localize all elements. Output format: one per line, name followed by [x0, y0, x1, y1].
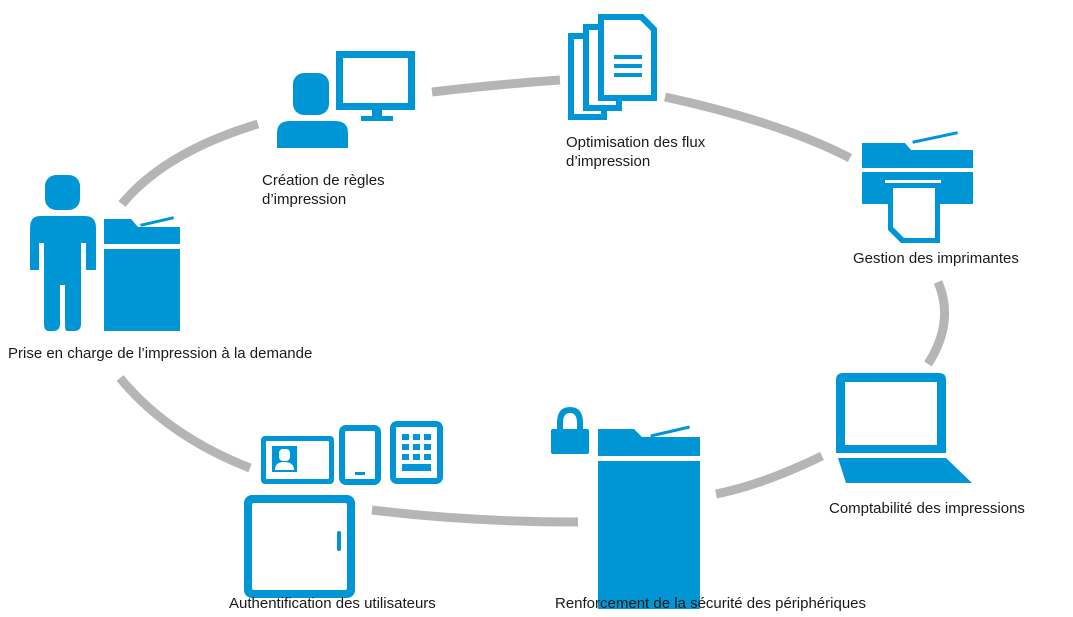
arc-pullprint-to-rules: [118, 119, 260, 207]
label-workflow: Optimisation des flux d’impression: [566, 133, 705, 171]
documents-stack-icon: [568, 14, 657, 120]
arc-workflow-to-printers: [664, 92, 853, 163]
label-printer-mgmt-line-1: Gestion des imprimantes: [853, 250, 1019, 267]
label-print-rules-line-1: Création de règles: [262, 172, 385, 189]
label-printer-mgmt: Gestion des imprimantes: [853, 249, 1019, 268]
badge-phone-keypad-tablet-icon: [244, 421, 443, 598]
laptop-icon: [836, 373, 972, 483]
padlock-multifunction-printer-icon: [551, 407, 700, 609]
arc-rules-to-workflow: [431, 75, 561, 97]
label-auth-line-1: Authentification des utilisateurs: [229, 595, 436, 612]
printer-icon: [862, 131, 973, 243]
label-print-rules: Création de règles d’impression: [262, 171, 385, 209]
label-accounting-line-1: Comptabilité des impressions: [829, 500, 1025, 517]
label-pull-print-line-1: Prise en charge de l’impression à la dem…: [8, 345, 313, 362]
label-accounting: Comptabilité des impressions: [829, 499, 1025, 518]
label-security-line-1: Renforcement de la sécurité des périphér…: [555, 595, 867, 612]
label-security: Renforcement de la sécurité des périphér…: [555, 594, 866, 613]
arc-printers-to-accounting: [924, 280, 950, 367]
label-auth: Authentification des utilisateurs: [229, 594, 436, 613]
label-workflow-line-2: d’impression: [566, 153, 651, 170]
label-workflow-line-1: Optimisation des flux: [566, 134, 706, 151]
person-printer-icon: [30, 175, 180, 331]
arc-accounting-to-security: [715, 451, 824, 499]
user-computer-icon: [277, 51, 415, 148]
label-print-rules-line-2: d’impression: [262, 191, 347, 208]
cycle-arcs: [116, 75, 950, 527]
arc-security-to-auth: [371, 505, 579, 527]
arc-auth-to-pullprint: [116, 375, 252, 473]
label-pull-print: Prise en charge de l’impression à la dem…: [8, 344, 312, 363]
